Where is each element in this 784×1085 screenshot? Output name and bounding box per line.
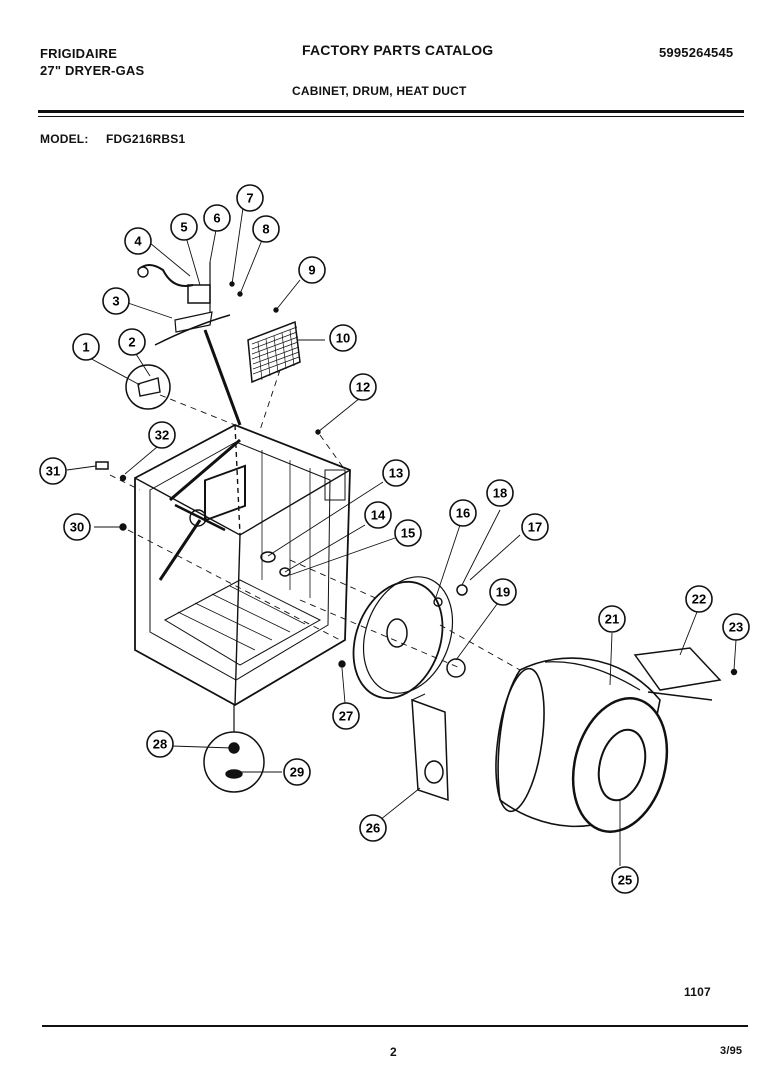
callout-16: 16 — [449, 499, 477, 527]
callout-label: 31 — [46, 464, 60, 479]
callout-28: 28 — [146, 730, 174, 758]
callout-label: 4 — [134, 234, 142, 249]
callout-label: 7 — [246, 191, 253, 206]
callout-label: 13 — [389, 466, 403, 481]
product-name: 27" DRYER-GAS — [40, 63, 145, 78]
callout-4: 4 — [124, 227, 152, 255]
model-value: FDG216RBS1 — [106, 132, 186, 146]
callout-7: 7 — [236, 184, 264, 212]
callout-27: 27 — [332, 702, 360, 730]
drum-roller — [446, 658, 466, 678]
catalog-number: 5995264545 — [659, 45, 734, 60]
callout-label: 14 — [371, 508, 386, 523]
callout-26: 26 — [359, 814, 387, 842]
callout-18: 18 — [486, 479, 514, 507]
callout-8: 8 — [252, 215, 280, 243]
callout-label: 25 — [618, 873, 632, 888]
callout-12: 12 — [349, 373, 377, 401]
callout-label: 10 — [336, 331, 350, 346]
bracket-cluster — [137, 262, 231, 346]
callout-label: 21 — [605, 612, 619, 627]
diagram-code: 1107 — [684, 985, 711, 999]
callout-label: 23 — [729, 620, 743, 635]
callout-label: 12 — [356, 380, 370, 395]
callout-label: 29 — [290, 765, 304, 780]
catalog-title: FACTORY PARTS CATALOG — [302, 42, 494, 58]
callout-label: 30 — [70, 520, 84, 535]
rear-bulkhead — [352, 576, 454, 700]
header-rule-thin — [38, 116, 744, 117]
callout-6: 6 — [203, 204, 231, 232]
callout-label: 8 — [262, 222, 269, 237]
drum-baffle — [633, 647, 722, 691]
date-code: 3/95 — [720, 1045, 743, 1057]
callout-15: 15 — [394, 519, 422, 547]
section-title: CABINET, DRUM, HEAT DUCT — [292, 84, 467, 98]
footer-rule — [42, 1025, 748, 1027]
callout-32: 32 — [148, 421, 176, 449]
roller-shaft — [456, 584, 468, 596]
callout-label: 17 — [528, 520, 542, 535]
model-label: MODEL: — [40, 132, 89, 146]
callout-5: 5 — [170, 213, 198, 241]
callout-label: 32 — [155, 428, 169, 443]
callout-label: 6 — [213, 211, 220, 226]
vent-grille — [247, 320, 301, 384]
callout-label: 28 — [153, 737, 167, 752]
brand-name: FRIGIDAIRE — [40, 46, 118, 61]
callout-17: 17 — [521, 513, 549, 541]
cabinet — [134, 424, 351, 707]
callout-2: 2 — [118, 328, 146, 356]
callout-label: 19 — [496, 585, 510, 600]
callout-23: 23 — [722, 613, 750, 641]
callout-label: 26 — [366, 821, 380, 836]
callout-30: 30 — [63, 513, 91, 541]
callout-label: 9 — [308, 263, 315, 278]
callout-label: 16 — [456, 506, 470, 521]
callout-label: 15 — [401, 526, 415, 541]
page-number: 2 — [390, 1045, 397, 1059]
callout-1: 1 — [72, 333, 100, 361]
harness-cable — [203, 329, 242, 426]
callout-29: 29 — [283, 758, 311, 786]
callout-31: 31 — [39, 457, 67, 485]
callout-label: 2 — [128, 335, 135, 350]
callout-label: 5 — [180, 220, 187, 235]
callout-10: 10 — [329, 324, 357, 352]
callout-19: 19 — [489, 578, 517, 606]
callout-21: 21 — [598, 605, 626, 633]
heat-duct — [411, 693, 449, 802]
detail-circle-upper — [125, 364, 171, 410]
drum — [495, 657, 669, 833]
leveling-leg — [95, 461, 109, 470]
callout-label: 18 — [493, 486, 507, 501]
callout-label: 22 — [692, 592, 706, 607]
callout-label: 27 — [339, 709, 353, 724]
callout-3: 3 — [102, 287, 130, 315]
callout-22: 22 — [685, 585, 713, 613]
callout-13: 13 — [382, 459, 410, 487]
detail-circle-lower — [203, 731, 265, 793]
header-rule-thick — [38, 110, 744, 113]
callout-label: 3 — [112, 294, 119, 309]
callout-14: 14 — [364, 501, 392, 529]
callout-25: 25 — [611, 866, 639, 894]
callout-label: 1 — [82, 340, 89, 355]
callout-9: 9 — [298, 256, 326, 284]
